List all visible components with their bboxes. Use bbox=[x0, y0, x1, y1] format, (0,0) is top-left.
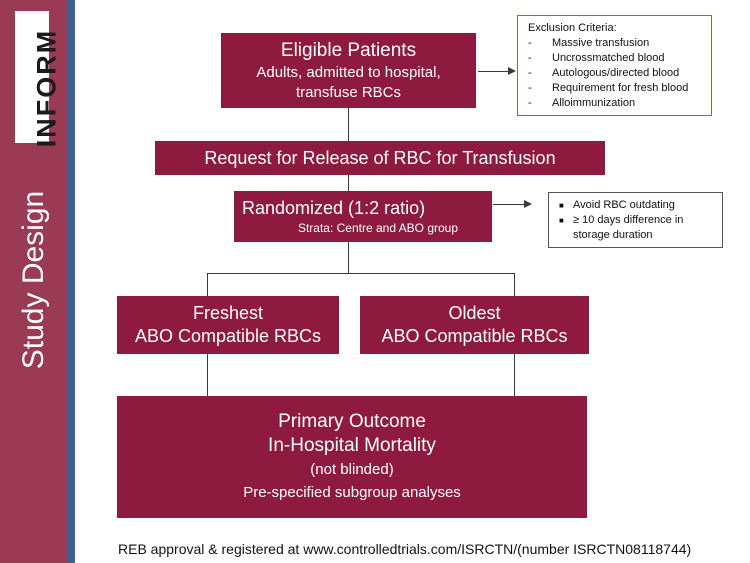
request-title: Request for Release of RBC for Transfusi… bbox=[204, 148, 556, 168]
logo: INFORM bbox=[15, 11, 62, 147]
eligible-line2: transfuse RBCs bbox=[295, 84, 402, 101]
randomized-box: Randomized (1:2 ratio) Strata: Centre an… bbox=[234, 191, 492, 242]
outcome-line3: (not blinded) bbox=[310, 461, 394, 478]
request-release-box: Request for Release of RBC for Transfusi… bbox=[155, 141, 605, 175]
connector-eligible-request bbox=[348, 108, 349, 141]
outcome-line1: Primary Outcome bbox=[278, 411, 426, 432]
exclusion-criteria-box: Exclusion Criteria: -Massive transfusion… bbox=[517, 15, 712, 116]
connector-randomized-split bbox=[348, 242, 349, 274]
outcome-line2: In-Hospital Mortality bbox=[268, 435, 436, 456]
logo-text: INFORM bbox=[31, 28, 62, 148]
randomized-strata: Strata: Centre and ABO group bbox=[297, 221, 459, 235]
primary-outcome-box: Primary Outcome In-Hospital Mortality (n… bbox=[117, 396, 587, 518]
randomization-note: ■Avoid RBC outdating bbox=[559, 199, 675, 211]
connector-freshest-outcome bbox=[207, 354, 208, 396]
sidebar-edge bbox=[67, 0, 75, 563]
arrow-to-aside-head bbox=[524, 200, 532, 208]
sidebar-title: Study Design bbox=[17, 190, 50, 370]
oldest-subtitle: ABO Compatible RBCs bbox=[381, 326, 568, 346]
arrow-to-aside-line bbox=[493, 204, 526, 205]
connector-split-left bbox=[207, 273, 208, 296]
freshest-subtitle: ABO Compatible RBCs bbox=[134, 326, 322, 346]
exclusion-heading: Exclusion Criteria: bbox=[528, 22, 617, 34]
exclusion-item: -Requirement for fresh blood bbox=[528, 82, 689, 94]
eligible-title: Eligible Patients bbox=[280, 40, 417, 61]
registration-footer: REB approval & registered at www.control… bbox=[118, 541, 692, 557]
freshest-box: Freshest ABO Compatible RBCs bbox=[117, 296, 339, 354]
randomized-title: Randomized (1:2 ratio) bbox=[242, 198, 426, 218]
exclusion-item: -Uncrossmatched blood bbox=[528, 52, 665, 64]
freshest-title: Freshest bbox=[192, 303, 264, 323]
randomization-notes-box: ■Avoid RBC outdating ■≥ 10 days differen… bbox=[548, 192, 723, 248]
eligible-patients-box: Eligible Patients Adults, admitted to ho… bbox=[221, 33, 476, 108]
randomization-note: ■≥ 10 days difference in bbox=[559, 214, 684, 226]
eligible-line1: Adults, admitted to hospital, bbox=[256, 64, 441, 81]
randomization-notes-list: ■Avoid RBC outdating ■≥ 10 days differen… bbox=[553, 198, 718, 243]
connector-split-right bbox=[514, 273, 515, 296]
connector-request-randomized bbox=[348, 175, 349, 191]
outcome-line4: Pre-specified subgroup analyses bbox=[243, 484, 461, 501]
arrow-to-exclusion-line bbox=[478, 71, 510, 72]
oldest-box: Oldest ABO Compatible RBCs bbox=[360, 296, 589, 354]
exclusion-item: -Autologous/directed blood bbox=[528, 67, 680, 79]
arrow-to-exclusion-head bbox=[508, 67, 516, 75]
exclusion-item: -Massive transfusion bbox=[528, 37, 650, 49]
connector-split-horizontal bbox=[207, 273, 515, 274]
connector-oldest-outcome bbox=[514, 354, 515, 396]
exclusion-list: -Massive transfusion -Uncrossmatched blo… bbox=[522, 36, 707, 111]
randomization-note: storage duration bbox=[573, 229, 653, 241]
exclusion-item: -Alloimmunization bbox=[528, 97, 636, 109]
oldest-title: Oldest bbox=[448, 303, 501, 323]
